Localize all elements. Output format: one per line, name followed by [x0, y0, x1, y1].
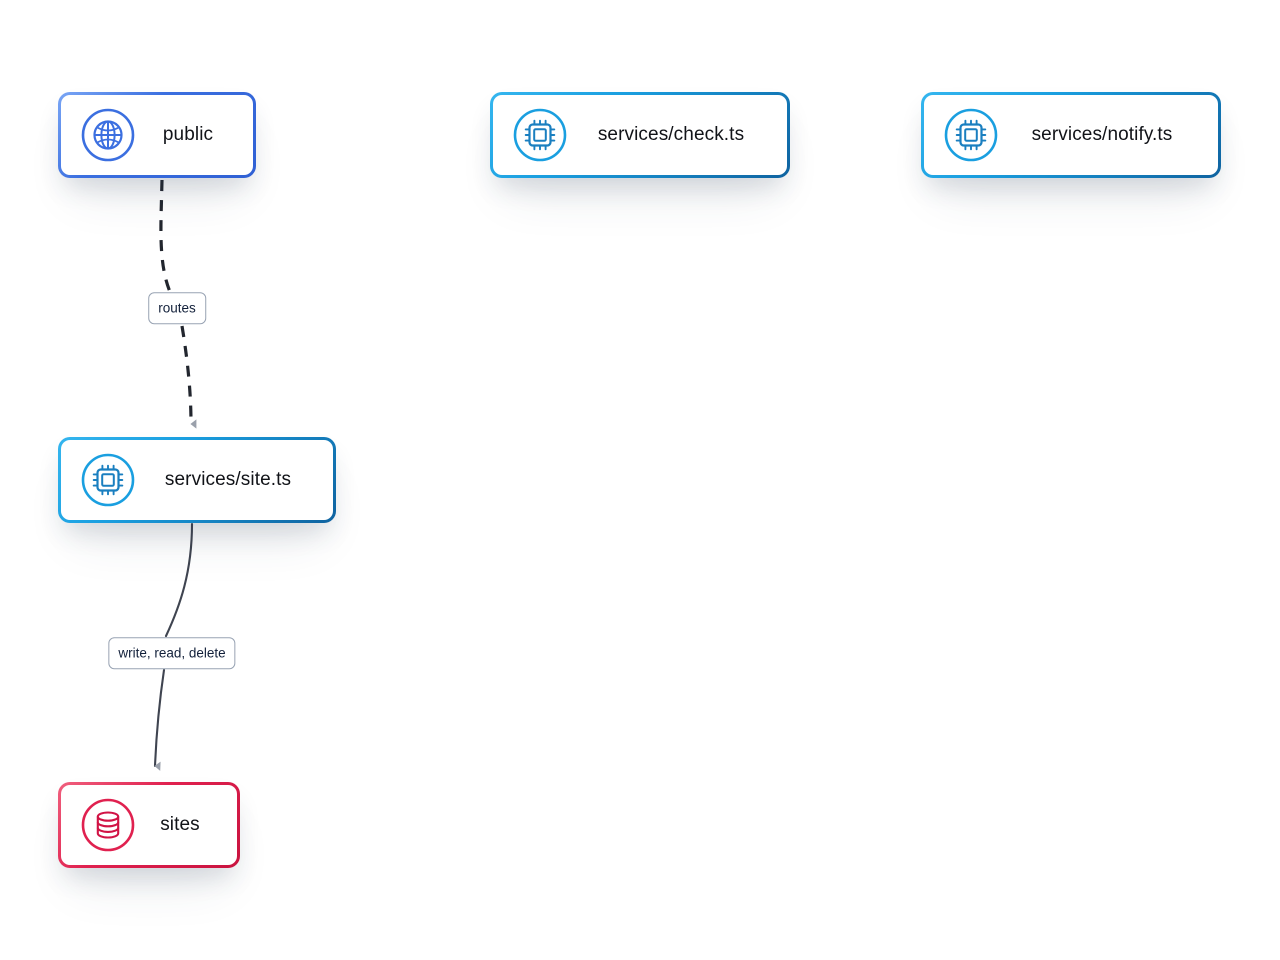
node-label: sites — [160, 814, 200, 835]
database-icon — [79, 796, 137, 854]
node-public[interactable]: public — [58, 92, 256, 178]
chip-icon — [942, 106, 1000, 164]
globe-icon — [79, 106, 137, 164]
chip-icon — [511, 106, 569, 164]
node-label: public — [162, 124, 214, 145]
node-services-site[interactable]: services/site.ts — [58, 437, 336, 523]
edge-label-routes[interactable]: routes — [148, 292, 206, 324]
chip-icon — [79, 451, 137, 509]
node-services-notify[interactable]: services/notify.ts — [921, 92, 1221, 178]
node-sites[interactable]: sites — [58, 782, 240, 868]
node-label: services/notify.ts — [1031, 124, 1173, 145]
node-label: services/site.ts — [164, 469, 292, 490]
node-services-check[interactable]: services/check.ts — [490, 92, 790, 178]
edge-label-write-read-delete[interactable]: write, read, delete — [108, 637, 236, 669]
node-label: services/check.ts — [597, 124, 745, 145]
